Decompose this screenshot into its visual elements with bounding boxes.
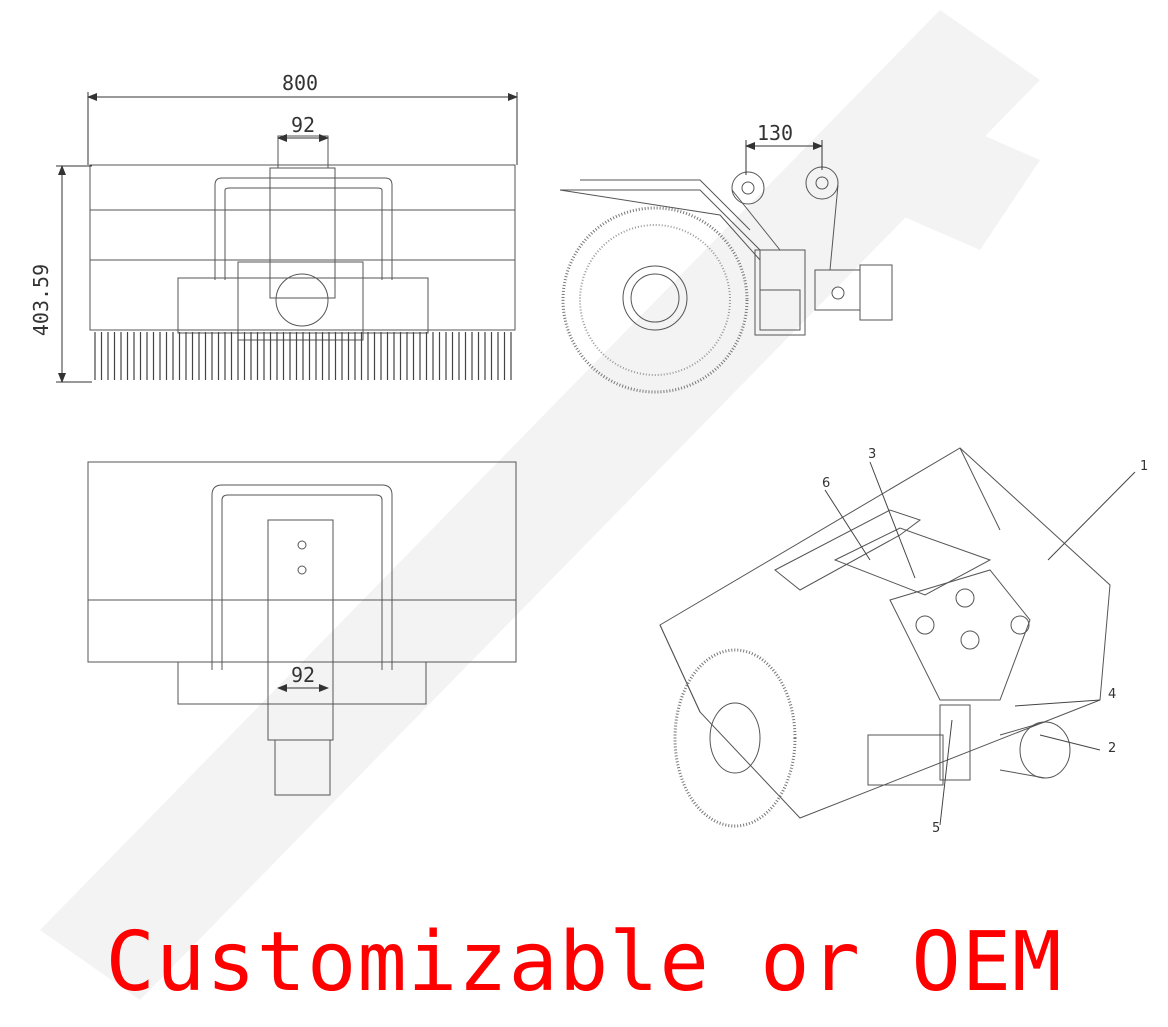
callout-4: 4 [1108, 687, 1116, 702]
pin-spacing-label: 130 [757, 121, 793, 145]
callout-2: 2 [1108, 741, 1116, 756]
pin-spacing-dimension [745, 140, 823, 175]
callout-5: 5 [932, 821, 940, 836]
caption-text: Customizable or OEM [105, 915, 1063, 1010]
callout-6: 6 [822, 476, 830, 491]
height-dimension-label: 403.59 [29, 264, 53, 336]
front-mount-dimension-label: 92 [291, 113, 315, 137]
front-width-dimension [87, 92, 518, 165]
isometric-view [659, 447, 1111, 828]
top-mount-dimension-label: 92 [291, 663, 315, 687]
callout-1: 1 [1140, 459, 1148, 474]
side-view [559, 166, 893, 394]
watermark [40, 10, 1040, 1000]
top-view [87, 461, 517, 796]
bristle-row [94, 332, 512, 380]
front-view [89, 135, 516, 380]
callout-3: 3 [868, 447, 876, 462]
callout-leaders [824, 461, 1136, 826]
height-dimension [56, 165, 92, 383]
width-dimension-label: 800 [282, 71, 318, 95]
